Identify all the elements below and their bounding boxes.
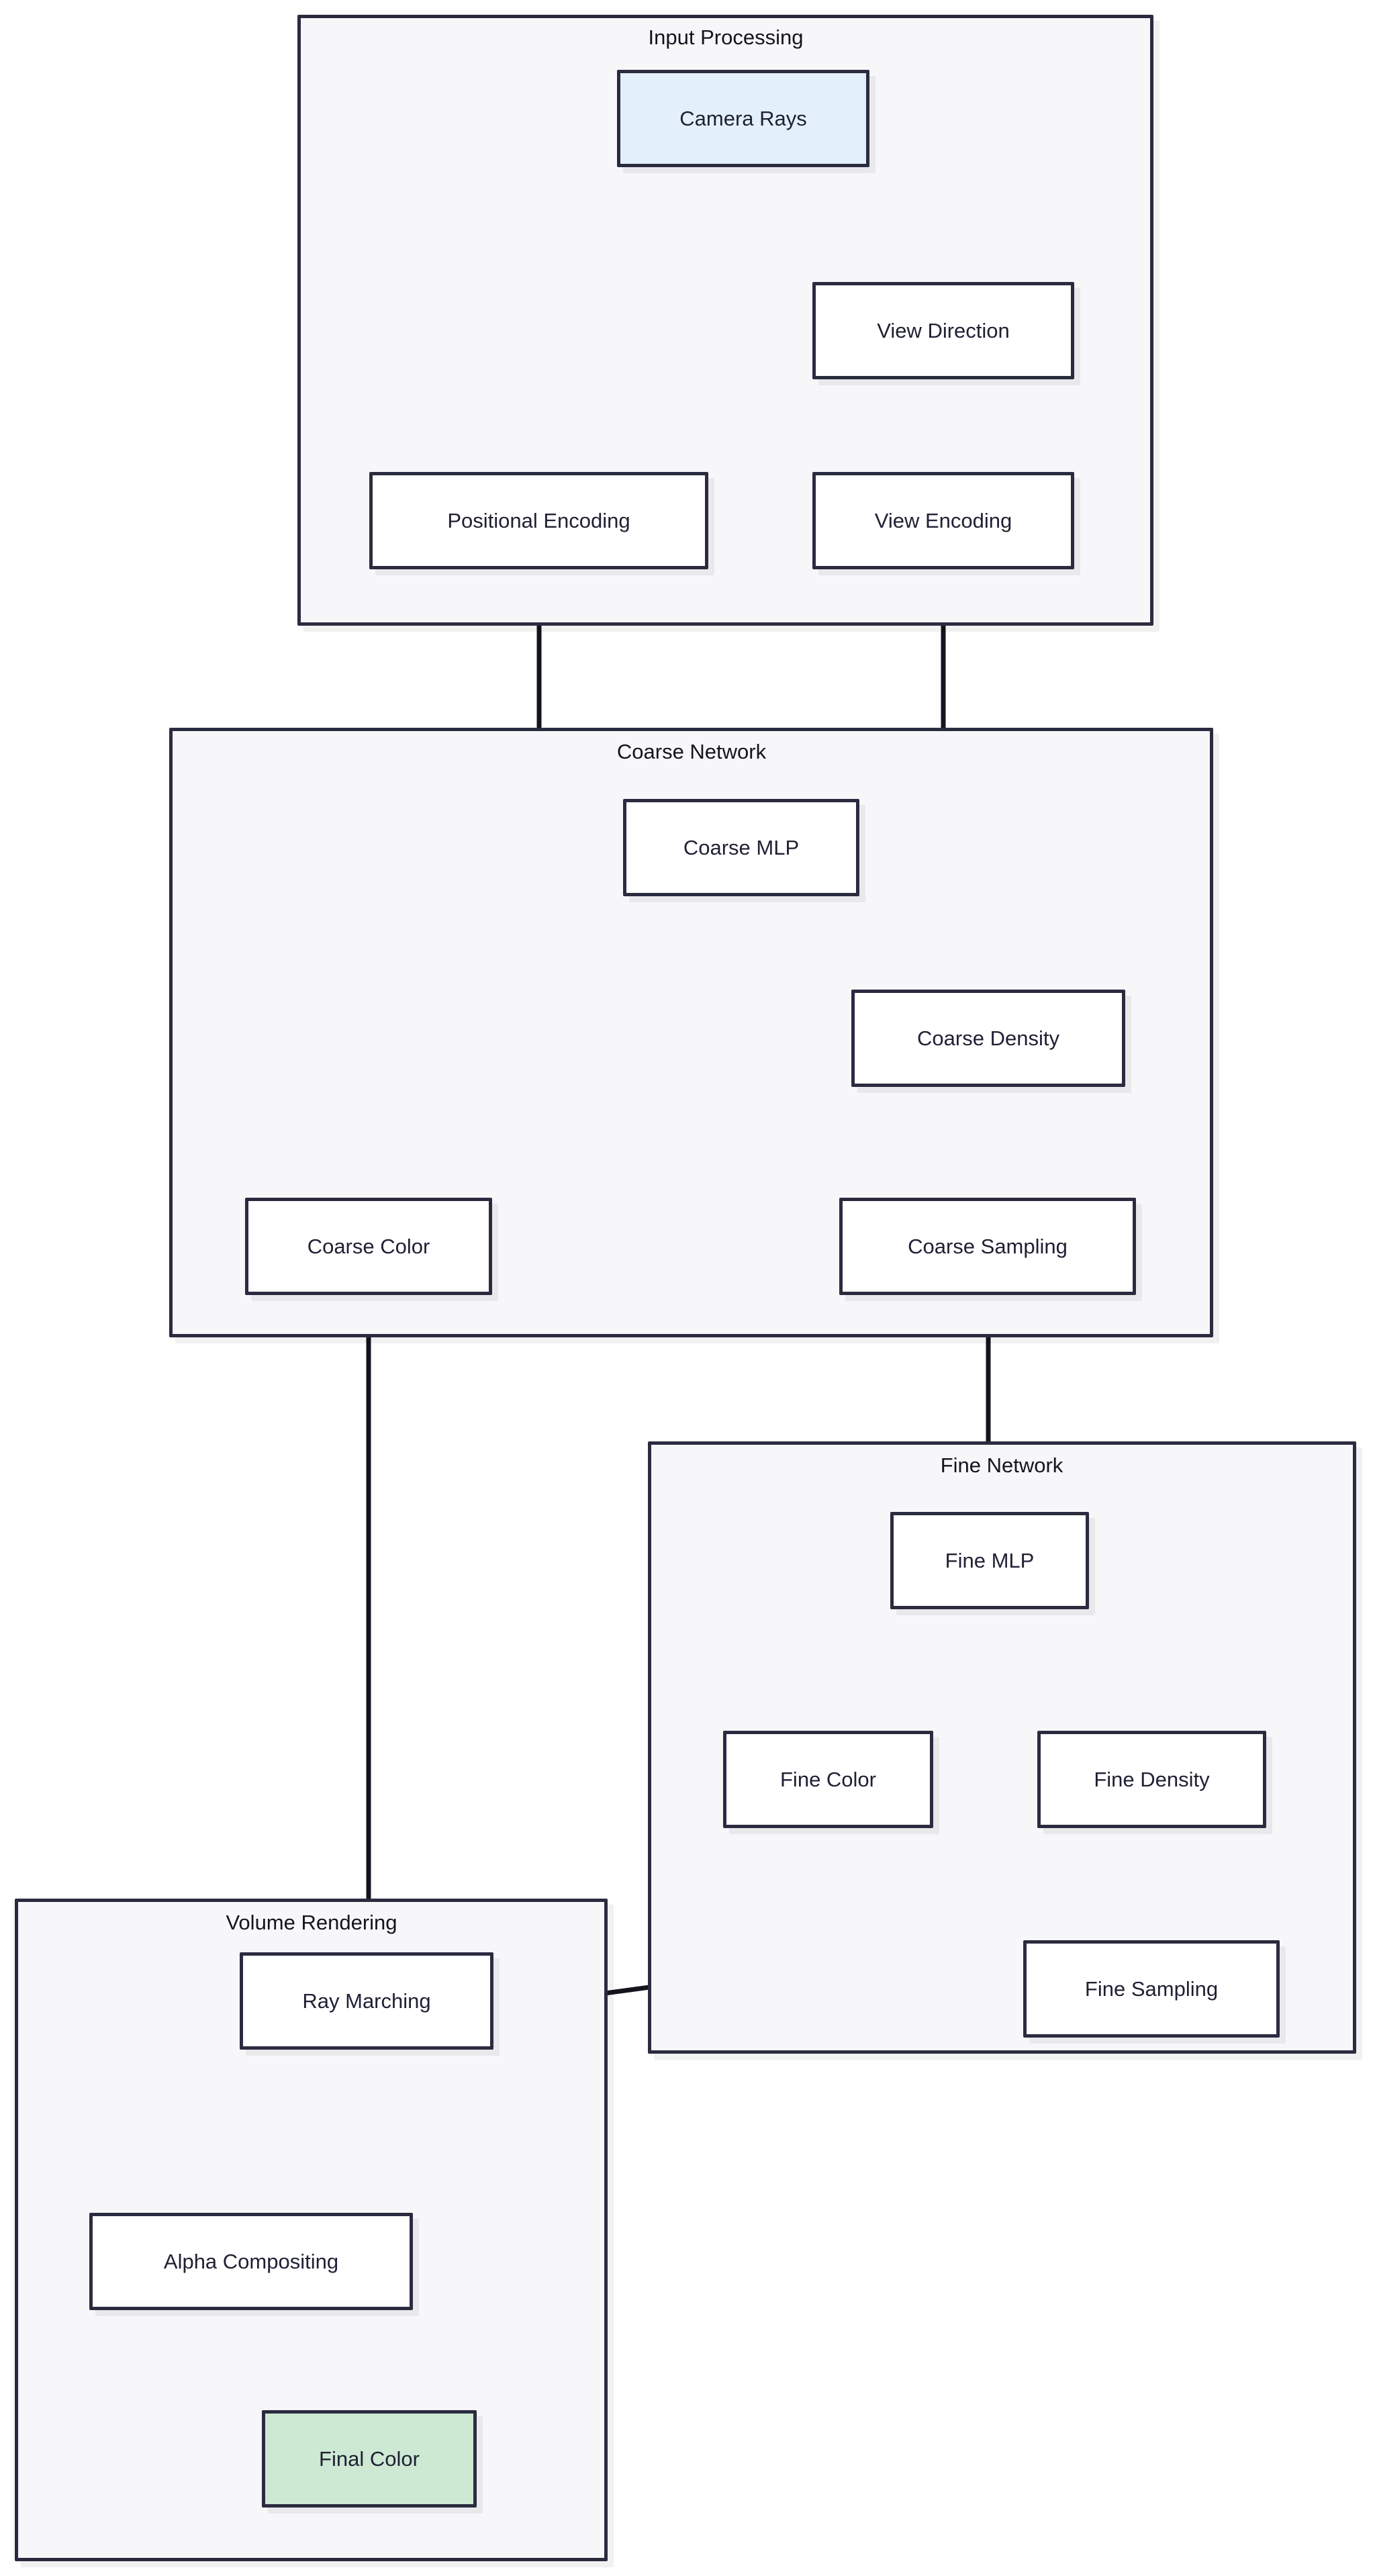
node-label-coarse-mlp: Coarse MLP bbox=[683, 836, 800, 859]
cluster-label-fine-network: Fine Network bbox=[940, 1453, 1063, 1477]
node-label-coarse-sampling: Coarse Sampling bbox=[908, 1235, 1068, 1258]
node-label-camera-rays: Camera Rays bbox=[679, 107, 807, 130]
node-coarse-sampling[interactable]: Coarse Sampling bbox=[839, 1198, 1136, 1295]
node-fine-mlp[interactable]: Fine MLP bbox=[890, 1512, 1089, 1609]
node-fine-density[interactable]: Fine Density bbox=[1037, 1731, 1266, 1828]
node-camera-rays[interactable]: Camera Rays bbox=[617, 70, 869, 167]
cluster-label-input-processing: Input Processing bbox=[648, 26, 804, 49]
node-label-coarse-density: Coarse Density bbox=[917, 1027, 1059, 1050]
node-coarse-color[interactable]: Coarse Color bbox=[245, 1198, 492, 1295]
node-coarse-density[interactable]: Coarse Density bbox=[851, 990, 1125, 1087]
node-label-fine-mlp: Fine MLP bbox=[945, 1549, 1035, 1572]
node-label-ray-marching: Ray Marching bbox=[302, 1989, 431, 2013]
node-label-fine-color: Fine Color bbox=[780, 1768, 876, 1791]
node-positional-encoding[interactable]: Positional Encoding bbox=[369, 472, 708, 569]
node-label-alpha-compositing: Alpha Compositing bbox=[163, 2250, 339, 2273]
node-label-fine-density: Fine Density bbox=[1094, 1768, 1210, 1791]
node-coarse-mlp[interactable]: Coarse MLP bbox=[623, 799, 859, 896]
node-label-view-encoding: View Encoding bbox=[874, 509, 1012, 532]
node-label-fine-sampling: Fine Sampling bbox=[1084, 1977, 1219, 2001]
node-alpha-compositing[interactable]: Alpha Compositing bbox=[89, 2213, 413, 2310]
node-view-direction[interactable]: View Direction bbox=[812, 282, 1074, 379]
node-label-coarse-color: Coarse Color bbox=[307, 1235, 430, 1258]
node-fine-color[interactable]: Fine Color bbox=[723, 1731, 933, 1828]
node-fine-sampling[interactable]: Fine Sampling bbox=[1023, 1940, 1280, 2038]
cluster-label-coarse-network: Coarse Network bbox=[616, 740, 767, 763]
cluster-label-volume-rendering: Volume Rendering bbox=[226, 1911, 397, 1934]
node-ray-marching[interactable]: Ray Marching bbox=[240, 1952, 493, 2050]
node-label-final-color: Final Color bbox=[319, 2447, 420, 2471]
node-view-encoding[interactable]: View Encoding bbox=[812, 472, 1074, 569]
node-label-positional-encoding: Positional Encoding bbox=[447, 509, 630, 532]
node-label-view-direction: View Direction bbox=[877, 319, 1010, 342]
node-final-color[interactable]: Final Color bbox=[262, 2410, 477, 2508]
